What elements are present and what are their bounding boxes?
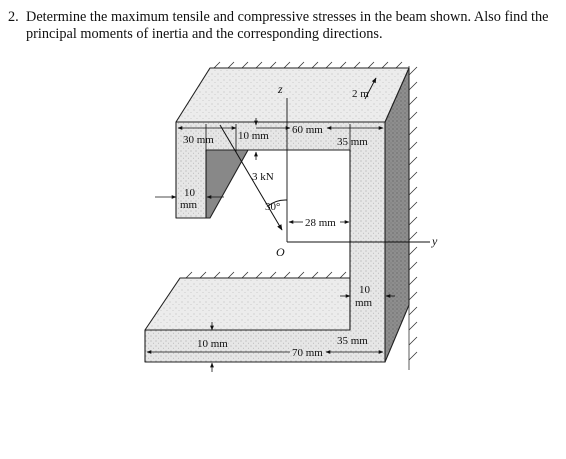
dimension-lines bbox=[146, 118, 395, 372]
length-indicator bbox=[364, 77, 377, 100]
dim-28mm: 28 mm bbox=[305, 217, 336, 229]
dim-10mm-lip: 10 mm bbox=[238, 130, 269, 142]
dim-70mm: 70 mm bbox=[292, 347, 323, 359]
dim-60mm: 60 mm bbox=[292, 124, 323, 136]
load-label: 3 kN bbox=[252, 171, 274, 183]
problem-text-line1: Determine the maximum tensile and compre… bbox=[26, 9, 549, 25]
dim-10-left: 10 bbox=[184, 187, 196, 199]
load-arrow bbox=[219, 124, 288, 231]
problem-number: 2. bbox=[8, 9, 19, 25]
bottom-flange-hatching bbox=[180, 271, 348, 279]
wall-hatching bbox=[408, 66, 418, 370]
top-hatching bbox=[210, 61, 408, 69]
dim-35mm-bottom: 35 mm bbox=[337, 335, 368, 347]
dim-35mm-top: 35 mm bbox=[337, 136, 368, 148]
angle-label: 30° bbox=[265, 201, 280, 213]
y-axis-label: y bbox=[431, 234, 438, 248]
z-axis-label: z bbox=[277, 82, 283, 96]
axes bbox=[286, 98, 430, 243]
dim-10-web: 10 bbox=[359, 284, 371, 296]
dim-30mm: 30 mm bbox=[183, 134, 214, 146]
problem-text-line2: principal moments of inertia and the cor… bbox=[26, 26, 383, 42]
dim-10mm-bottom: 10 mm bbox=[197, 338, 228, 350]
dim-mm-web: mm bbox=[355, 297, 373, 309]
origin-label: O bbox=[276, 245, 285, 259]
beam-body bbox=[144, 67, 410, 363]
length-label: 2 m bbox=[352, 88, 369, 100]
dim-mm-left: mm bbox=[180, 199, 198, 211]
